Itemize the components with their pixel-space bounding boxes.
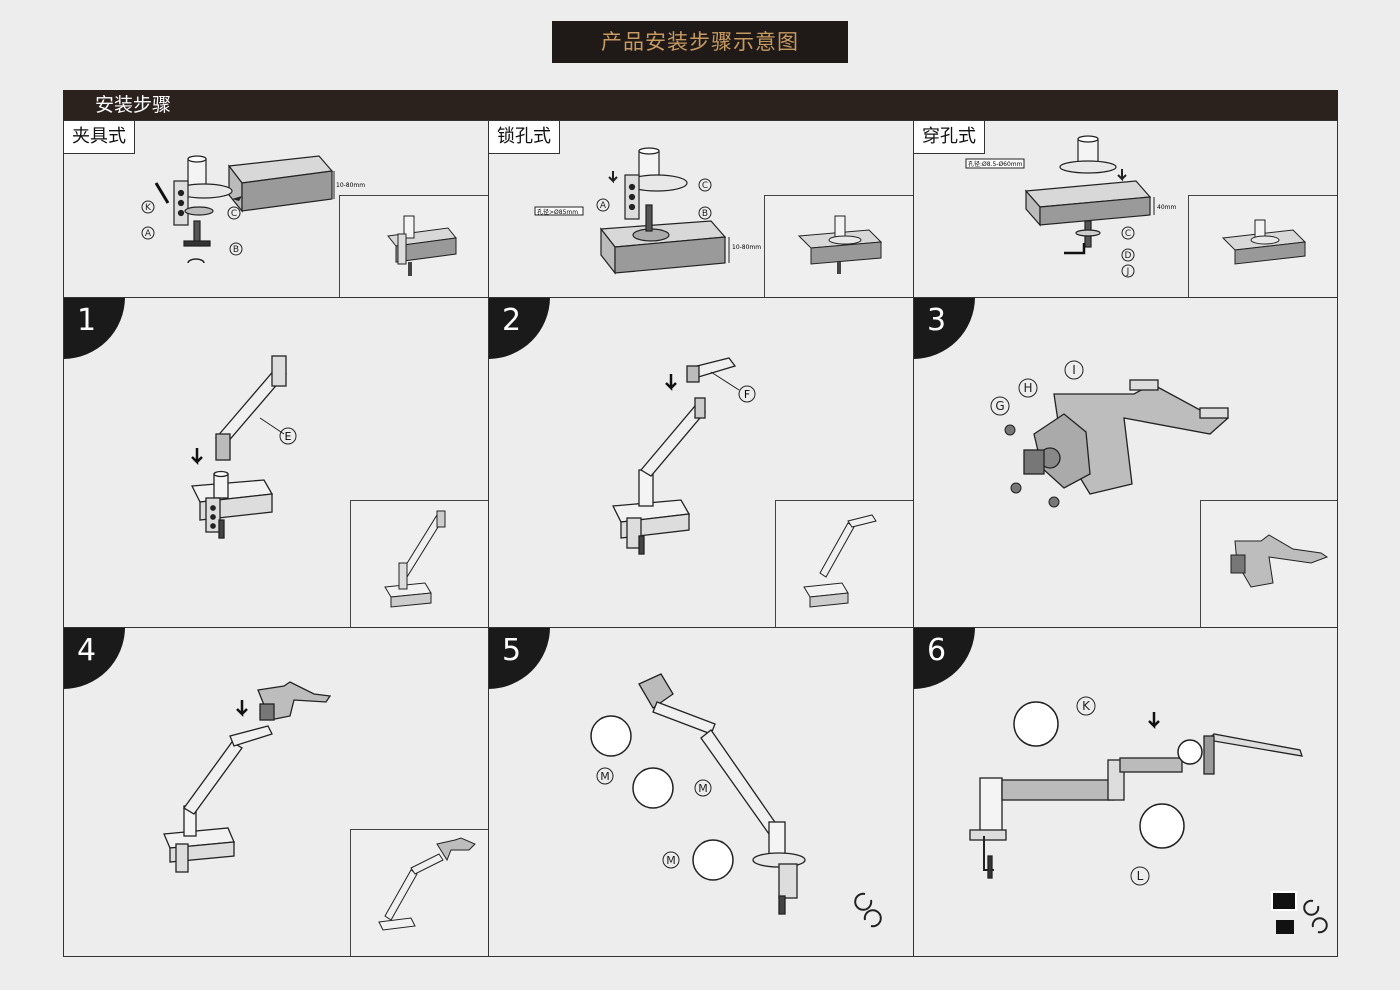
arrow-down-icon xyxy=(608,171,618,184)
lock-diagram: 孔径>Ø85mm 10-80mm A C B xyxy=(534,147,761,275)
step-number: 6 xyxy=(927,633,947,668)
arrow-down-icon xyxy=(191,448,203,466)
result-inset xyxy=(1200,500,1337,627)
arrow-down-icon xyxy=(665,374,677,392)
step-number: 2 xyxy=(502,303,522,338)
part-marker-i: I xyxy=(1072,363,1076,377)
part-marker-c: C xyxy=(231,209,237,219)
hole-spec-box xyxy=(965,158,1025,169)
section-title: 安装步骤 xyxy=(95,94,172,116)
step-panel-3: 3 I H G xyxy=(913,297,1338,628)
part-marker-a: A xyxy=(145,229,152,239)
part-marker-b: B xyxy=(233,245,239,255)
step-number: 5 xyxy=(502,633,522,668)
step-4-diagram xyxy=(163,681,332,873)
method-label: 穿孔式 xyxy=(914,121,985,154)
result-inset xyxy=(350,829,488,956)
page-title: 产品安装步骤示意图 xyxy=(552,21,848,63)
thickness-label: 10-80mm xyxy=(732,244,761,251)
hole-spec-label: 孔径:Ø8.5-Ø60mm xyxy=(968,160,1023,168)
thickness-label: 40mm xyxy=(1157,204,1176,211)
result-inset xyxy=(764,195,913,297)
part-marker-f: F xyxy=(744,388,750,401)
part-marker-m: M xyxy=(600,770,610,783)
section-header: 安装步骤 xyxy=(63,90,1338,120)
step-1-diagram: E xyxy=(190,355,297,539)
arrow-down-icon xyxy=(236,700,248,718)
method-panel-lock: 锁孔式 孔径>Ø85mm 10-80mm A C B xyxy=(488,120,914,298)
part-marker-g: G xyxy=(995,399,1004,413)
result-inset xyxy=(775,500,913,627)
step-2-result-diagram xyxy=(803,514,877,608)
through-hole-result-diagram xyxy=(1221,219,1307,265)
step-number: 4 xyxy=(77,633,97,668)
rotate-icon xyxy=(187,258,205,264)
result-inset xyxy=(1188,195,1337,297)
step-4-result-diagram xyxy=(378,837,476,931)
part-marker-j: J xyxy=(1126,267,1130,277)
legend-icons xyxy=(1271,891,1328,934)
part-marker-h: H xyxy=(1023,381,1032,395)
step-panel-6: 6 K L xyxy=(913,627,1338,957)
step-5-diagram: M M M xyxy=(590,673,882,928)
desk-block xyxy=(227,155,334,213)
part-marker-c: C xyxy=(1125,229,1131,239)
step-1-result-diagram xyxy=(384,510,446,608)
part-marker-d: D xyxy=(1125,251,1132,261)
lock-result-diagram xyxy=(797,215,883,274)
step-2-diagram: F xyxy=(611,357,756,555)
rotate-icons xyxy=(854,892,882,928)
part-marker-a: A xyxy=(600,201,607,211)
step-3-result-diagram xyxy=(1230,534,1329,588)
clamp-part xyxy=(154,155,233,247)
part-marker-k: K xyxy=(1082,699,1091,713)
method-panel-clamp: 夹具式 10-80mm K A C B xyxy=(63,120,489,298)
part-marker-k: K xyxy=(145,203,152,213)
hole-spec-box xyxy=(534,206,584,216)
step-number: 3 xyxy=(927,303,947,338)
part-marker-m: M xyxy=(698,782,708,795)
result-inset xyxy=(350,500,488,627)
step-6-diagram: K L xyxy=(969,696,1328,934)
step-panel-2: 2 F xyxy=(488,297,914,628)
step-panel-5: 5 M M M xyxy=(488,627,914,957)
part-marker-l: L xyxy=(1137,869,1144,883)
step-panel-1: 1 E xyxy=(63,297,489,628)
part-marker-c: C xyxy=(702,181,708,191)
step-panel-4: 4 xyxy=(63,627,489,957)
arrow-down-icon xyxy=(1148,712,1160,730)
part-marker-b: B xyxy=(702,209,708,219)
method-label: 夹具式 xyxy=(64,121,135,154)
part-marker-m: M xyxy=(666,854,676,867)
result-inset xyxy=(339,195,488,297)
method-label: 锁孔式 xyxy=(489,121,560,154)
step-number: 1 xyxy=(77,303,97,338)
thickness-label: 10-80mm xyxy=(336,182,365,189)
method-panel-through-hole: 穿孔式 孔径:Ø8.5-Ø60mm 40mm C D J xyxy=(913,120,1338,298)
part-marker-e: E xyxy=(285,430,292,443)
arrow-down-icon xyxy=(1117,169,1127,182)
step-3-diagram: I H G xyxy=(990,360,1230,508)
through-hole-diagram: 孔径:Ø8.5-Ø60mm 40mm C D J xyxy=(965,135,1176,278)
arrow-icon xyxy=(232,196,242,201)
hole-spec-label: 孔径>Ø85mm xyxy=(537,208,578,216)
clamp-diagram: 10-80mm K A C B xyxy=(141,155,365,264)
clamp-result-diagram xyxy=(387,215,457,276)
